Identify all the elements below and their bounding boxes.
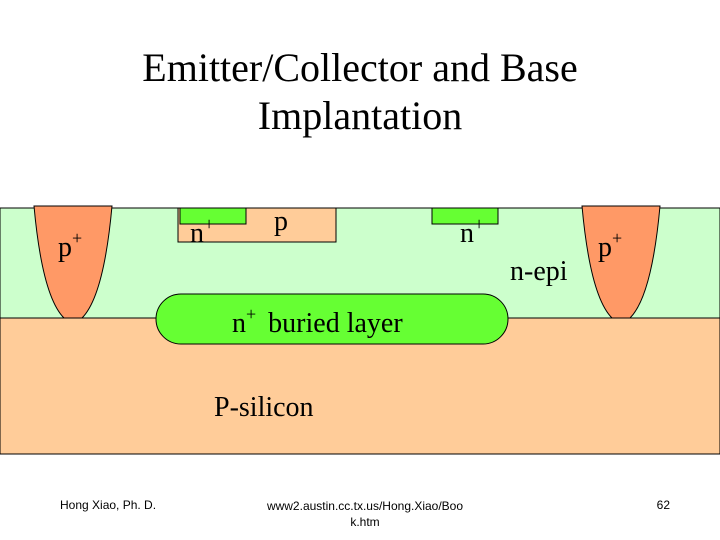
p-plus-right-label: p+ xyxy=(598,228,622,263)
n-plus-collector-label: n+ xyxy=(460,214,484,249)
p-base-label: p xyxy=(274,206,288,237)
footer-url-line1: www2.austin.cc.tx.us/Hong.Xiao/Boo xyxy=(266,499,464,513)
n-epi-label: n-epi xyxy=(510,256,568,287)
slide-title: Emitter/Collector and Base Implantation xyxy=(142,45,578,138)
n-plus-collector-implant xyxy=(431,207,499,225)
footer-author: Hong Xiao, Ph. D. xyxy=(60,498,157,512)
p-plus-isolation-left xyxy=(33,205,113,319)
footer-url-line2: k.htm xyxy=(350,515,380,529)
p-silicon-label: P-silicon xyxy=(214,392,314,423)
n-plus-emitter-implant xyxy=(179,207,247,225)
buried-layer-label: n+buried layer xyxy=(232,304,403,339)
footer-url: www2.austin.cc.tx.us/Hong.Xiao/Boo k.htm xyxy=(250,498,480,530)
p-plus-isolation-right xyxy=(581,205,661,319)
footer-page-number: 62 xyxy=(656,498,670,512)
n-plus-emitter-label: n+ xyxy=(190,214,214,249)
p-plus-left-label: p+ xyxy=(58,228,82,263)
n-plus-buried-layer xyxy=(155,293,509,345)
